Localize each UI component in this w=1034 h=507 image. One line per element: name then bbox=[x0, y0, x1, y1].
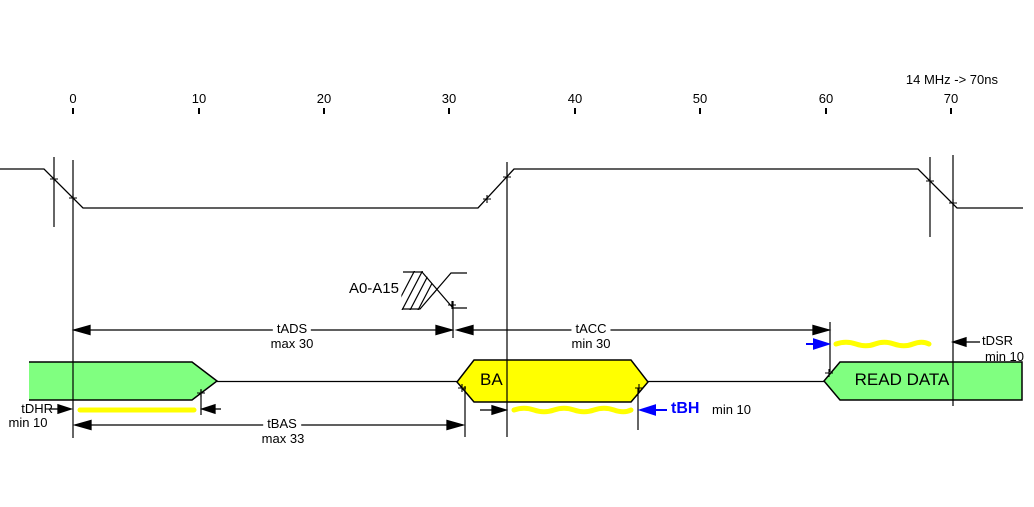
bus-shapes bbox=[29, 359, 1023, 403]
tbh-label: tBH bbox=[671, 400, 700, 417]
blue-arrows bbox=[637, 338, 832, 416]
tbh-constraint: min 10 bbox=[712, 402, 752, 417]
axis-tick-label-60: 60 bbox=[818, 91, 834, 106]
tacc-arrow bbox=[454, 324, 832, 336]
yellow-hold-wave-ba bbox=[511, 405, 634, 415]
tdsr-label: tDSR bbox=[982, 333, 1014, 348]
frequency-note: 14 MHz -> 70ns bbox=[905, 72, 998, 87]
address-bus-label: A0-A15 bbox=[348, 280, 399, 297]
yellow-setup-wave-read bbox=[833, 339, 932, 349]
ba-bus-label: BA bbox=[480, 370, 503, 389]
tbas-constraint: max 33 bbox=[261, 431, 305, 446]
axis-tick-label-30: 30 bbox=[441, 91, 457, 106]
address-transition bbox=[401, 271, 467, 310]
tdhr-label: tDHR bbox=[21, 401, 53, 416]
tacc-label: tACC bbox=[571, 321, 611, 337]
left-green-bus-shape bbox=[29, 361, 219, 401]
tdsr-constraint: min 10 bbox=[985, 349, 1025, 364]
axis-tick-label-0: 0 bbox=[69, 91, 77, 106]
tacc-constraint: min 30 bbox=[571, 336, 611, 351]
axis-tick-marks bbox=[72, 108, 952, 114]
tads-constraint: max 30 bbox=[270, 336, 314, 351]
axis-tick-label-40: 40 bbox=[567, 91, 583, 106]
blue-hold-arrow bbox=[637, 404, 667, 416]
tbas-label: tBAS bbox=[263, 416, 301, 432]
axis-tick-label-50: 50 bbox=[692, 91, 708, 106]
tdsr-arrow bbox=[950, 336, 980, 348]
tdhr-arrows bbox=[50, 403, 221, 415]
tbh-black-arrow bbox=[480, 404, 509, 416]
axis-tick-label-10: 10 bbox=[191, 91, 207, 106]
axis-tick-label-70: 70 bbox=[943, 91, 959, 106]
read-data-bus-label: READ DATA bbox=[854, 370, 950, 389]
edge-cross-marks bbox=[50, 173, 957, 397]
time-reference-lines bbox=[53, 155, 954, 438]
tads-arrow bbox=[71, 324, 455, 336]
axis-tick-label-20: 20 bbox=[316, 91, 332, 106]
read-data-bus-shape bbox=[823, 361, 1023, 401]
tdhr-constraint: min 10 bbox=[8, 415, 48, 430]
blue-setup-arrow bbox=[806, 338, 832, 350]
yellow-highlights bbox=[77, 339, 932, 415]
clock-waveform bbox=[0, 168, 1023, 209]
tads-label: tADS bbox=[272, 321, 312, 337]
